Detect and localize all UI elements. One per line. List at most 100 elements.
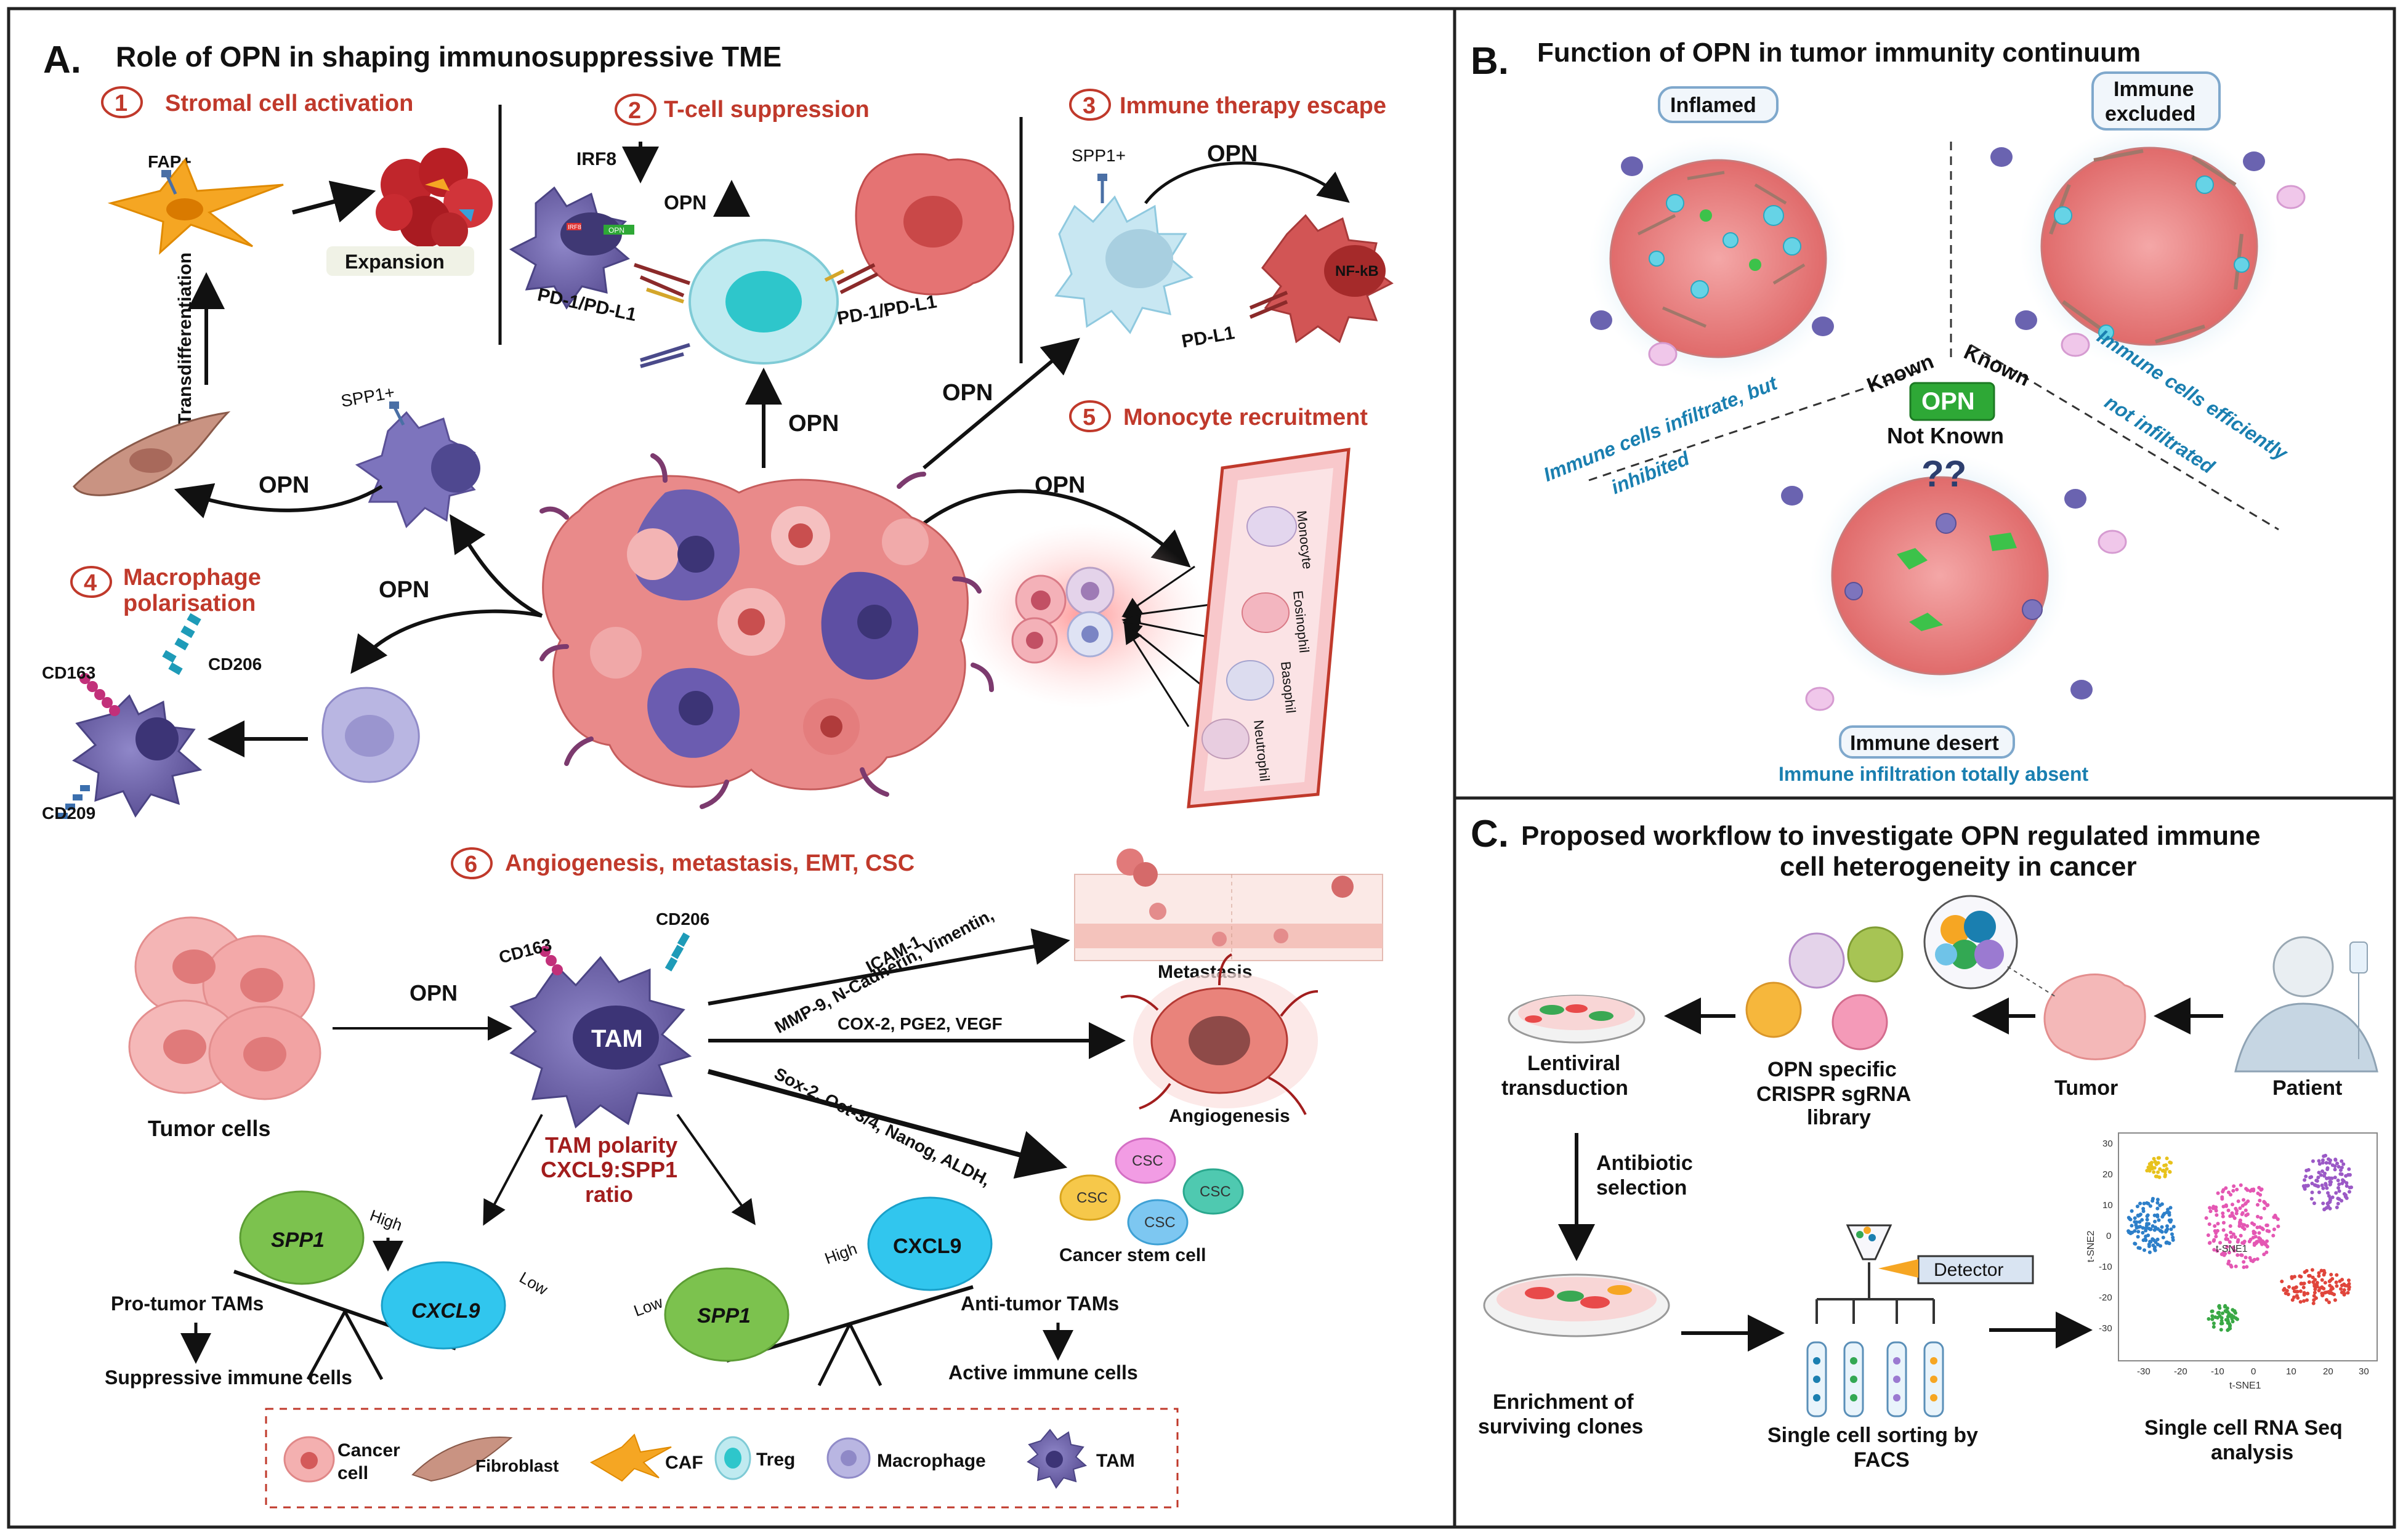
tsne-point: [2168, 1160, 2172, 1164]
s3-opn-diag: OPN: [942, 380, 993, 406]
tsne-point: [2302, 1299, 2306, 1303]
tsne-point: [2126, 1229, 2131, 1233]
tsne-point: [2264, 1224, 2269, 1228]
tsne-point: [2136, 1225, 2141, 1229]
tsne-point: [2147, 1227, 2151, 1231]
tsne-point: [2231, 1320, 2235, 1324]
tsne-point: [2252, 1257, 2256, 1262]
tsne-point: [2252, 1241, 2256, 1246]
tsne-point: [2327, 1300, 2332, 1305]
tsne-point: [2301, 1285, 2306, 1289]
tsne-point: [2325, 1186, 2329, 1190]
tsne-point: [2207, 1241, 2211, 1245]
central-tumor-mass: [539, 453, 994, 809]
s6-title: Angiogenesis, metastasis, EMT, CSC: [505, 850, 915, 876]
tsne-point: [2224, 1236, 2228, 1241]
tsne-point: [2321, 1186, 2325, 1190]
nfkb-tumor-cell: NF-kB: [1261, 214, 1394, 344]
tsne-point: [2317, 1274, 2321, 1278]
tsne-point: [2136, 1230, 2141, 1234]
tsne-point: [2157, 1218, 2161, 1222]
tsne-point: [2325, 1167, 2330, 1172]
tsne-point: [2158, 1228, 2162, 1233]
opn-badge: [1909, 382, 1995, 421]
tsne-point: [2315, 1179, 2319, 1183]
cxcl9-right: CXCL9: [893, 1235, 961, 1258]
tsne-point: [2322, 1270, 2327, 1275]
tsne-point: [2329, 1272, 2333, 1276]
anti-tumor-label: Anti-tumor TAMs: [961, 1292, 1119, 1315]
tsne-point: [2339, 1287, 2343, 1291]
tsne-point: [2338, 1172, 2343, 1176]
tsne-point: [2171, 1235, 2175, 1240]
tsne-point: [2343, 1193, 2348, 1197]
tsne-point: [2231, 1245, 2235, 1249]
tsne-points: [2126, 1153, 2354, 1332]
tsne-point: [2217, 1310, 2221, 1315]
tsne-point: [2336, 1164, 2341, 1169]
tsne-point: [2303, 1187, 2307, 1191]
tsne-point: [2155, 1201, 2160, 1205]
tsne-point: [2322, 1291, 2327, 1295]
recruited-cells: [1011, 566, 1115, 664]
s1-num: 1: [115, 91, 127, 116]
cxcl9-left: CXCL9: [411, 1299, 480, 1323]
angiogenesis-illustration: [1120, 953, 1319, 1115]
section-monocyte: 5 Monocyte recruitment OPN Monocyte Eosi…: [923, 400, 1368, 808]
tsne-point: [2228, 1323, 2232, 1328]
tsne-point: [2235, 1209, 2239, 1213]
tsne-point: [2304, 1174, 2308, 1179]
tsne-point: [2290, 1298, 2295, 1302]
tsne-point: [2250, 1221, 2255, 1225]
tsne-point: [2328, 1176, 2333, 1180]
tsne-xtick-5: 20: [2323, 1366, 2333, 1377]
tsne-point: [2320, 1158, 2325, 1163]
polarity-3: ratio: [585, 1182, 633, 1207]
tsne-point: [2216, 1222, 2220, 1226]
cd209-label: CD209: [42, 804, 95, 823]
tsne-point: [2229, 1313, 2234, 1317]
tsne-point: [2159, 1244, 2163, 1248]
tsne-point: [2211, 1324, 2216, 1329]
tsne-point: [2330, 1195, 2335, 1199]
tsne-point: [2165, 1156, 2169, 1161]
balance-right: [664, 1196, 993, 1387]
tsne-point: [2215, 1213, 2219, 1217]
tsne-point: [2231, 1203, 2235, 1207]
tsne-point: [2311, 1301, 2316, 1305]
tsne-point: [2220, 1195, 2224, 1199]
cell-irf8-tag: IRF8: [568, 224, 581, 231]
tsne-point: [2170, 1232, 2174, 1236]
tsne-point: [2234, 1264, 2238, 1268]
tsne-point: [2315, 1281, 2319, 1285]
s4-title-1: Macrophage: [123, 565, 261, 591]
tsne-point: [2262, 1252, 2266, 1257]
csc-3: CSC: [1200, 1183, 1231, 1200]
tsne-point: [2145, 1169, 2149, 1173]
tsne-point: [2342, 1179, 2346, 1183]
spp1-right: SPP1: [697, 1304, 751, 1328]
tsne-point: [2148, 1240, 2152, 1244]
section-therapy: 3 Immune therapy escape SPP1+ OPN NF-kB …: [923, 89, 1394, 470]
tsne-point: [2313, 1287, 2317, 1291]
tsne-point: [2335, 1205, 2339, 1209]
metastasis-illustration: [1074, 849, 1383, 961]
tsne-point: [2324, 1161, 2328, 1165]
tsne-point: [2320, 1183, 2324, 1187]
tsne-point: [2213, 1207, 2218, 1211]
tsne-point: [2341, 1162, 2346, 1166]
tsne-point: [2149, 1161, 2154, 1165]
tsne-point: [2155, 1206, 2160, 1211]
tsne-point: [2231, 1232, 2235, 1236]
tsne-point: [2271, 1233, 2276, 1238]
tsne-point: [2272, 1227, 2276, 1232]
irf8-label: IRF8: [576, 149, 616, 169]
panel-c-title-2: cell heterogeneity in cancer: [1780, 852, 2137, 882]
tsne-point: [2262, 1206, 2266, 1211]
tsne-point: [2221, 1214, 2225, 1219]
high-left: High: [368, 1206, 405, 1234]
tsne-point: [2338, 1168, 2343, 1172]
tsne-point: [2304, 1183, 2308, 1188]
tumor-label: Tumor: [2054, 1076, 2118, 1100]
